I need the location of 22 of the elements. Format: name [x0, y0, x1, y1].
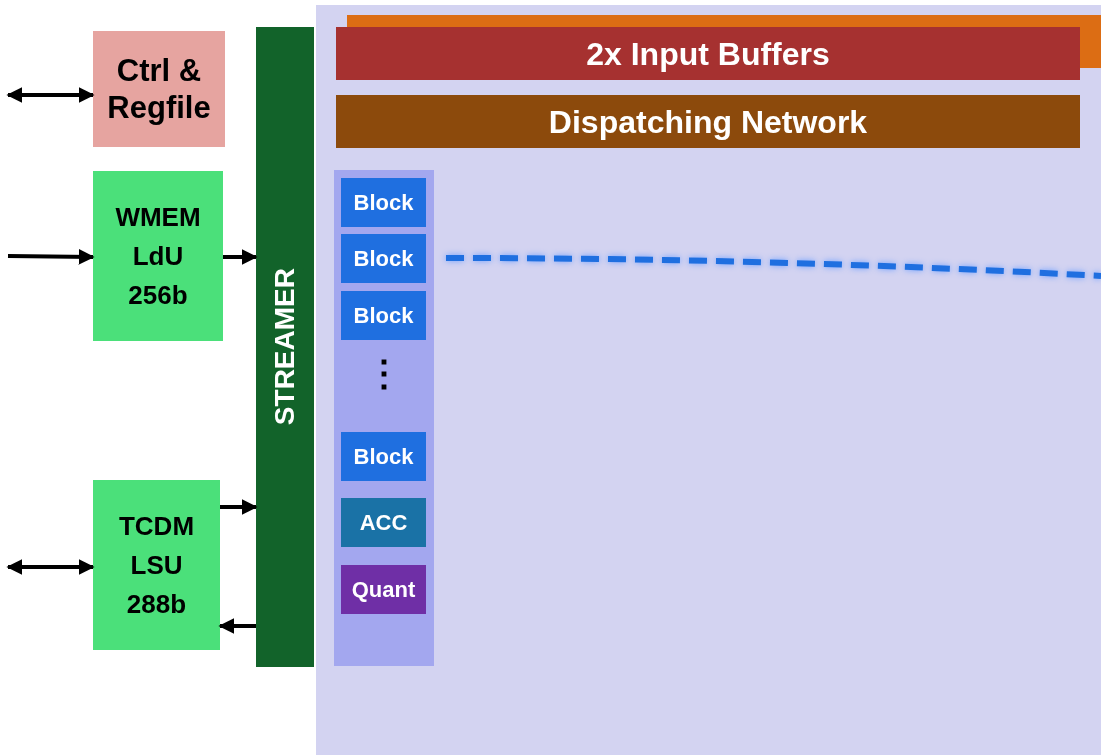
block-box: Block: [341, 234, 426, 283]
block-column: [334, 170, 434, 666]
arrow: [223, 249, 258, 265]
quantizer-box: Quant: [341, 565, 426, 614]
accelerator-panel: [316, 5, 1101, 755]
arrow: [218, 618, 256, 634]
load-unit-box: WMEM LdU 256b: [93, 171, 223, 341]
arrow: [6, 87, 95, 103]
control-box: Ctrl & Regfile: [93, 31, 225, 147]
input-buffer-bar: 2x Input Buffers: [336, 27, 1080, 80]
arrow: [220, 499, 258, 515]
accumulator-box: ACC: [341, 498, 426, 547]
ellipsis-label: ⋮: [365, 356, 403, 392]
dispatch-network-bar: Dispatching Network: [336, 95, 1080, 148]
block-box: Block: [341, 178, 426, 227]
block-box: Block: [341, 432, 426, 481]
load-store-unit-box: TCDM LSU 288b: [93, 480, 220, 650]
arrow: [6, 559, 95, 575]
dashed-line: [446, 255, 1101, 279]
streamer-bar: STREAMER: [256, 27, 314, 667]
block-box: Block: [341, 291, 426, 340]
arrow: [7, 248, 95, 265]
